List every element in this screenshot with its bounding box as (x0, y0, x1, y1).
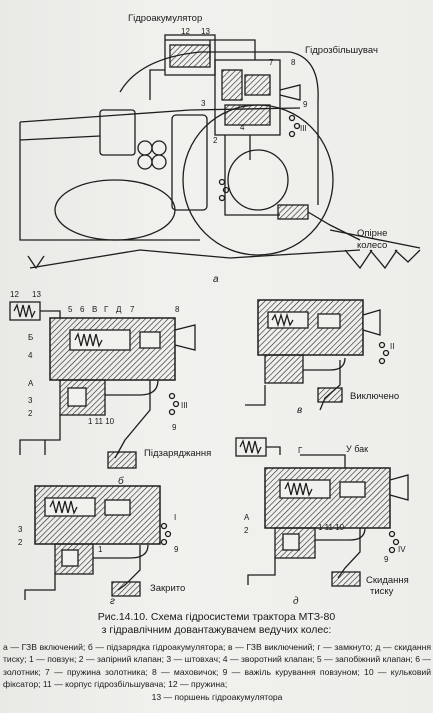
label-booster: Гідрозбільшувач (305, 45, 378, 56)
figure-a-tractor (19, 34, 421, 270)
label-d-state-1: Скидання (366, 575, 409, 586)
label-b-V: В (92, 305, 97, 314)
legend-text: а — ГЗВ включений; б — підзарядка гідроа… (3, 642, 431, 690)
label-v-state: Виключено (350, 391, 399, 402)
label-a-3: 3 (201, 99, 206, 108)
figure-b-diagram (9, 301, 196, 469)
label-a-III: III (300, 124, 307, 133)
label-figure-a: а (213, 274, 219, 285)
figure-v-diagram (245, 299, 390, 411)
label-g-9: 9 (174, 545, 179, 554)
legend-last: 13 — поршень гідроакумулятора (151, 691, 283, 702)
label-figure-v: в (297, 405, 302, 416)
label-d-state-2: тиску (370, 586, 394, 597)
label-figure-g: г (110, 596, 115, 607)
label-b-4: 4 (28, 351, 33, 360)
label-g-3: 3 (18, 525, 23, 534)
label-figure-d: д (293, 596, 299, 607)
label-d-G: Г (298, 446, 303, 455)
label-d-tank: У бак (346, 444, 368, 454)
label-b-8: 8 (175, 305, 180, 314)
label-support-wheel-2: колесо (357, 240, 387, 251)
figure-caption: Рис.14.10. Схема гідросистеми трактора М… (0, 611, 433, 636)
label-b-5: 5 (68, 305, 73, 314)
label-d-9: 9 (384, 555, 389, 564)
label-d-IV: IV (398, 545, 406, 554)
label-b-12: 12 (10, 290, 19, 299)
label-b-state: Підзаряджання (144, 448, 211, 459)
label-accumulator: Гідроакумулятор (128, 13, 202, 24)
caption-line-1: Рис.14.10. Схема гідросистеми трактора М… (97, 611, 336, 623)
label-a-2: 2 (213, 136, 218, 145)
label-d-2: 2 (244, 526, 249, 535)
label-d-A: А (244, 513, 250, 522)
figure-d-diagram (235, 437, 409, 587)
figure-g-diagram (24, 485, 172, 600)
label-b-9: 9 (172, 423, 177, 432)
label-a-7: 7 (269, 58, 274, 67)
label-v-II: II (390, 342, 394, 351)
label-b-7: 7 (130, 305, 135, 314)
label-figure-b: б (118, 475, 124, 487)
label-g-2: 2 (18, 538, 23, 547)
label-g-1: 1 (98, 545, 103, 554)
figure-legend: а — ГЗВ включений; б — підзарядка гідроа… (3, 641, 431, 703)
label-b-2: 2 (28, 409, 33, 418)
label-g-I: I (174, 513, 176, 522)
label-b-3: 3 (28, 396, 33, 405)
label-b-A: А (28, 379, 34, 388)
label-b-13: 13 (32, 290, 41, 299)
caption-line-2: з гідравлічним довантажувачем ведучих ко… (101, 623, 332, 636)
label-d-bottom: 1 11 10 (318, 523, 345, 532)
label-a-8: 8 (291, 58, 296, 67)
label-b-6: 6 (80, 305, 85, 314)
label-b-III: III (181, 401, 188, 410)
label-a-4: 4 (240, 123, 245, 132)
label-a-12: 12 (181, 27, 190, 36)
label-support-wheel-1: Опірне (357, 228, 387, 239)
label-b-B: Б (28, 333, 33, 342)
label-g-state: Закрито (150, 583, 185, 594)
label-b-G: Г (104, 305, 109, 314)
label-b-bottom: 1 11 10 (88, 417, 115, 426)
label-a-9: 9 (303, 100, 308, 109)
label-a-13: 13 (201, 27, 210, 36)
label-b-D: Д (116, 305, 122, 314)
